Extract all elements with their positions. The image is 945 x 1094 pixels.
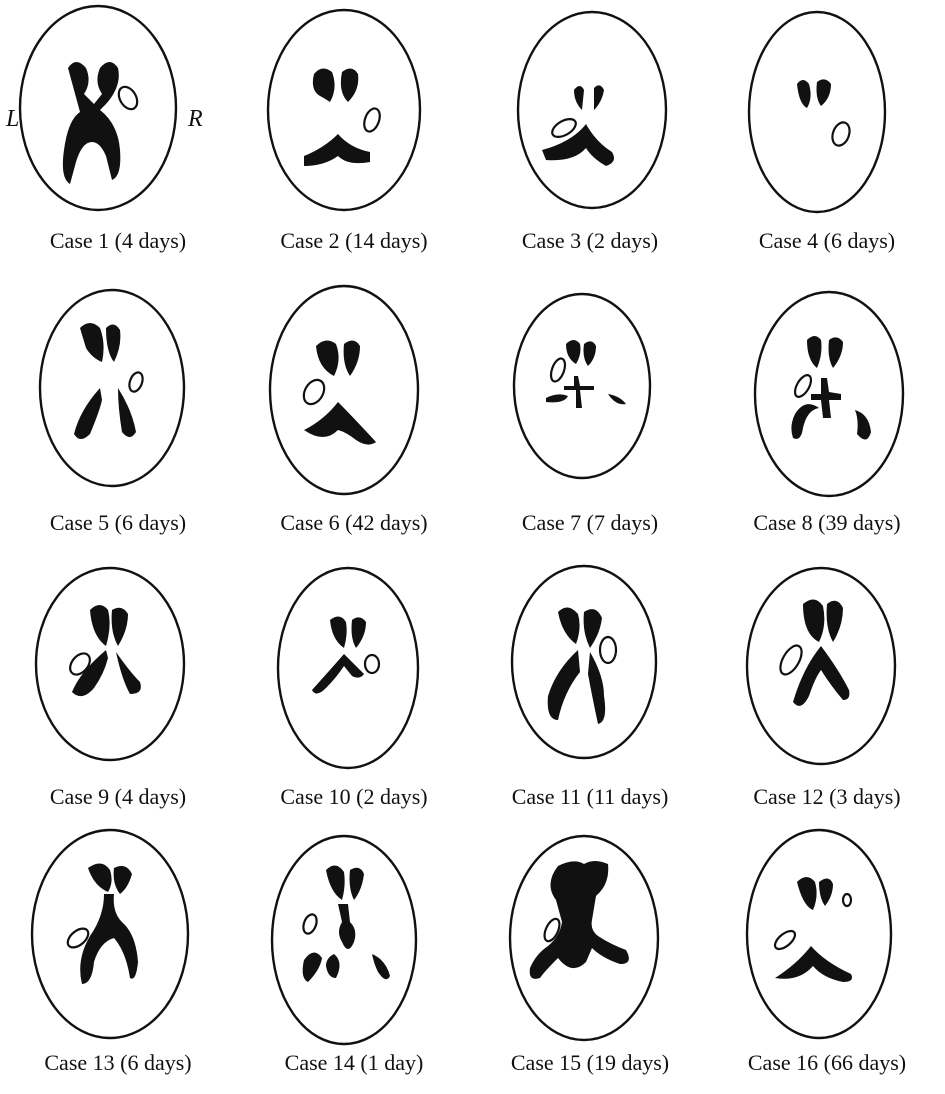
head-outline [268, 10, 420, 210]
ct-slice-drawing [472, 0, 708, 230]
case-caption: Case 1 (4 days) [0, 228, 236, 254]
ct-slice-drawing [0, 276, 236, 506]
ventricle-shape [775, 877, 852, 982]
ventricle-shape [542, 85, 614, 166]
ct-slice-drawing [236, 276, 472, 506]
ventricle-shape [546, 340, 626, 408]
ct-slice-drawing [709, 0, 945, 230]
ct-slice-drawing [709, 822, 945, 1052]
ct-slice-drawing [0, 822, 236, 1052]
right-side-label: R [188, 106, 203, 133]
case-panel-13: Case 13 (6 days) [0, 822, 236, 1094]
ventricle-shape [530, 861, 629, 979]
case-panel-7: Case 7 (7 days) [472, 276, 708, 548]
ventricle-shape [304, 340, 376, 444]
case-panel-9: Case 9 (4 days) [0, 560, 236, 832]
case-caption: Case 3 (2 days) [472, 228, 708, 254]
ventricle-shape [797, 79, 831, 108]
case-caption: Case 9 (4 days) [0, 784, 236, 810]
case-panel-3: Case 3 (2 days) [472, 0, 708, 272]
case-panel-6: Case 6 (42 days) [236, 276, 472, 548]
case-caption: Case 16 (66 days) [709, 1050, 945, 1076]
case-caption: Case 6 (42 days) [236, 510, 472, 536]
small-lesion-outline [843, 894, 851, 906]
hematoma-outline [365, 655, 379, 673]
case-caption: Case 13 (6 days) [0, 1050, 236, 1076]
ct-slice-drawing [236, 560, 472, 790]
hematoma-outline [772, 928, 798, 953]
case-panel-5: Case 5 (6 days) [0, 276, 236, 548]
hematoma-outline [115, 84, 141, 113]
case-panel-15: Case 15 (19 days) [472, 822, 708, 1094]
ct-slice-drawing [709, 560, 945, 790]
ct-slice-drawing [236, 0, 472, 230]
case-caption: Case 12 (3 days) [709, 784, 945, 810]
ventricle-shape [80, 863, 138, 984]
ventricle-shape [312, 616, 366, 693]
case-panel-4: Case 4 (6 days) [709, 0, 945, 272]
case-panel-2: Case 2 (14 days) [236, 0, 472, 272]
hematoma-outline [361, 106, 382, 133]
case-caption: Case 5 (6 days) [0, 510, 236, 536]
ventricle-shape [304, 68, 370, 166]
hematoma-outline [301, 913, 319, 936]
case-caption: Case 8 (39 days) [709, 510, 945, 536]
head-outline [40, 290, 184, 486]
case-panel-16: Case 16 (66 days) [709, 822, 945, 1094]
case-caption: Case 14 (1 day) [236, 1050, 472, 1076]
head-outline [518, 12, 666, 208]
ventricle-shape [63, 62, 120, 184]
case-panel-12: Case 12 (3 days) [709, 560, 945, 832]
hematoma-outline [829, 120, 852, 148]
hematoma-outline [776, 642, 806, 678]
case-panel-11: Case 11 (11 days) [472, 560, 708, 832]
left-side-label: L [6, 106, 19, 133]
hematoma-outline [600, 637, 616, 663]
head-outline [36, 568, 184, 760]
head-outline [747, 830, 891, 1038]
ventricle-shape [548, 607, 605, 724]
case-panel-14: Case 14 (1 day) [236, 822, 472, 1094]
case-panel-8: Case 8 (39 days) [709, 276, 945, 548]
case-caption: Case 4 (6 days) [709, 228, 945, 254]
ventricle-shape [791, 336, 871, 440]
case-caption: Case 11 (11 days) [472, 784, 708, 810]
case-caption: Case 7 (7 days) [472, 510, 708, 536]
ct-slice-drawing [472, 276, 708, 506]
ventricle-shape [74, 323, 136, 439]
hematoma-outline [548, 357, 567, 384]
head-outline [270, 286, 418, 494]
hematoma-outline [792, 373, 814, 400]
ventricle-shape [72, 605, 141, 696]
case-panel-10: Case 10 (2 days) [236, 560, 472, 832]
ct-slice-drawing [709, 276, 945, 506]
case-caption: Case 2 (14 days) [236, 228, 472, 254]
head-outline [512, 566, 656, 758]
case-caption: Case 15 (19 days) [472, 1050, 708, 1076]
ct-slice-drawing [0, 560, 236, 790]
ct-slice-drawing [472, 822, 708, 1052]
case-panel-1: Case 1 (4 days) [0, 0, 236, 272]
ct-slice-drawing [472, 560, 708, 790]
case-caption: Case 10 (2 days) [236, 784, 472, 810]
hematoma-outline [300, 376, 329, 408]
hematoma-outline [127, 371, 145, 394]
head-outline [749, 12, 885, 212]
ct-slice-drawing [236, 822, 472, 1052]
